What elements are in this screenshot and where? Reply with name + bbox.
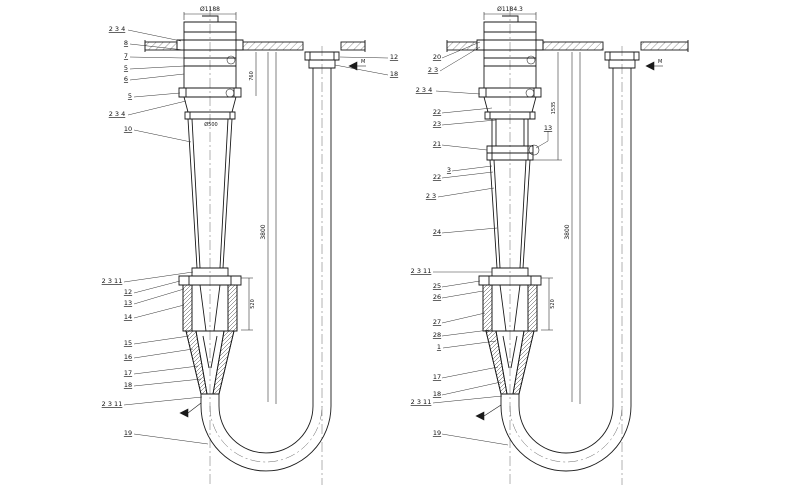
left-pump-assembly: [176, 15, 340, 472]
dimension-labels: Ø1188 Ø1184.3 3800 3800 760 1535 520 520…: [200, 6, 571, 309]
weld-flag-icon: [179, 408, 189, 418]
callout-label: 26: [433, 293, 441, 301]
callout-label: 13: [124, 299, 132, 307]
weld-symbol-label: M: [361, 59, 365, 65]
callout-label: 25: [433, 282, 441, 290]
callout-label: 3: [447, 166, 451, 174]
callout-label: 21: [433, 140, 441, 148]
right-drive-stand: [476, 15, 544, 120]
weld-symbols: M M: [179, 59, 663, 421]
callout-label: 7: [124, 52, 128, 60]
callout-label: 5: [124, 64, 128, 72]
callout-label: 14: [124, 313, 132, 321]
callout-label: 18: [124, 381, 132, 389]
callout-label: 2 3 11: [411, 267, 432, 275]
callout-label: 12: [124, 288, 132, 296]
callout-label: 27: [433, 318, 441, 326]
callout-label: 16: [124, 353, 132, 361]
callout-label: 2 3 11: [102, 400, 123, 408]
left-drive-stand: [176, 15, 244, 120]
dimension-lines: [183, 12, 581, 404]
dimension-label: Ø1188: [200, 6, 220, 13]
dimension-label: 1535: [551, 102, 557, 115]
right-column-and-nozzle: [478, 118, 542, 395]
callout-label: 17: [124, 369, 132, 377]
callout-label: 1: [437, 343, 441, 351]
callout-label: 2 3 11: [411, 398, 432, 406]
callout-label: 2 3: [426, 192, 436, 200]
callout-label: 17: [433, 373, 441, 381]
dimension-label: 520: [550, 299, 556, 309]
callout-label: 2 3: [428, 66, 438, 74]
right-u-bend-pipe: [500, 51, 640, 472]
callout-label: 24: [433, 228, 441, 236]
callout-label: 22: [433, 108, 441, 116]
dimension-label: 3800: [260, 224, 267, 239]
weld-flag-icon: [645, 61, 655, 71]
left-callout-leaders: [123, 29, 389, 445]
callout-label: 22: [433, 173, 441, 181]
dimension-label: Ø500: [204, 121, 217, 128]
callout-label: 23: [433, 120, 441, 128]
dimension-label: Ø1184.3: [497, 6, 523, 13]
callout-label: 2 3 4: [109, 110, 126, 118]
callout-label: 2 3 4: [109, 25, 126, 33]
right-callout-labels: 20 2 3 2 3 4 22 23 21 3 22 2 3 24 2 3 11…: [411, 53, 552, 437]
weld-symbol-label: M: [658, 59, 662, 65]
callout-label: 8: [124, 39, 128, 47]
left-column-and-nozzle: [178, 118, 242, 395]
callout-label: 6: [124, 75, 128, 83]
left-callout-labels: 2 3 4 8 7 5 6 5 2 3 4 10 2 3 11 12 13 14…: [102, 25, 398, 437]
dimension-label: 760: [249, 71, 255, 81]
right-callout-leaders: [432, 41, 549, 446]
callout-label: 19: [124, 429, 132, 437]
callout-label: 15: [124, 339, 132, 347]
callout-label: 18: [433, 390, 441, 398]
centerlines: [209, 6, 623, 485]
callout-label: 5: [128, 92, 132, 100]
weld-flag-icon: [475, 411, 485, 421]
callout-label: 19: [433, 429, 441, 437]
callout-label: 20: [433, 53, 441, 61]
callout-label: 28: [433, 331, 441, 339]
dimension-label: 3800: [564, 224, 571, 239]
left-u-bend-pipe: [200, 51, 340, 472]
callout-label: 12: [390, 53, 398, 61]
dimension-label: 520: [250, 299, 256, 309]
right-pump-assembly: [476, 15, 640, 472]
callout-label: 18: [390, 70, 398, 78]
callout-label: 2 3 11: [102, 277, 123, 285]
callout-label: 10: [124, 125, 132, 133]
deck-plate: [144, 40, 689, 52]
callout-label: 2 3 4: [416, 86, 433, 94]
callout-label: 13: [544, 124, 552, 132]
